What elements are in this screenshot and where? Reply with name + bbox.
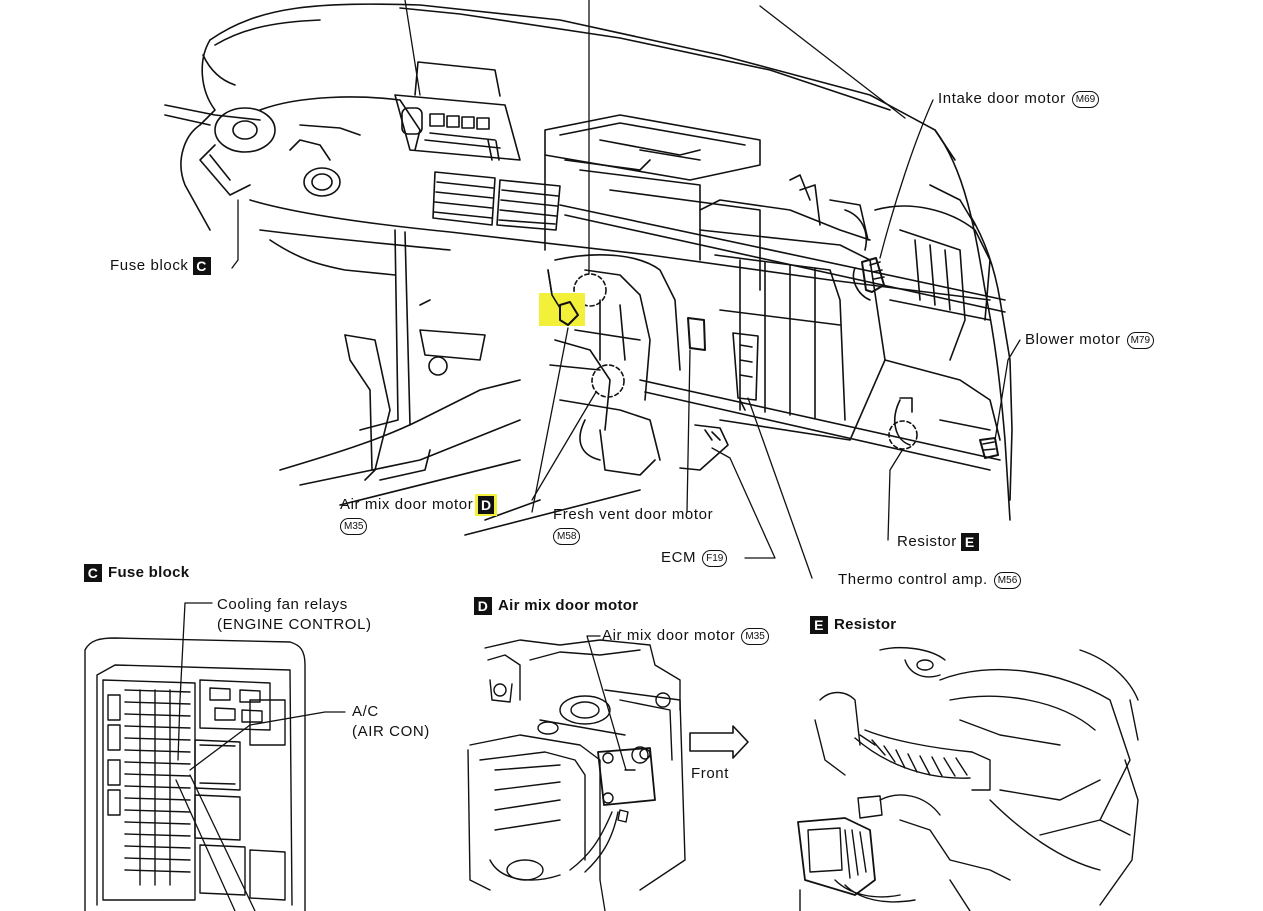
blower-motor-text: Blower motor (1025, 331, 1121, 348)
blower-motor-label: Blower motor M79 (1025, 331, 1155, 349)
ecm-label: ECM F19 (661, 549, 728, 567)
resistor-text: Resistor (897, 533, 957, 550)
fresh-vent-door-motor-label: Fresh vent door motor M58 (553, 506, 713, 545)
ecm-text: ECM (661, 549, 697, 566)
connector-m69: M69 (1071, 90, 1100, 108)
ac-relay-label: A/C (AIR CON) (352, 702, 430, 742)
air-mix-panel-leaders (586, 635, 627, 911)
connector-m79: M79 (1126, 331, 1155, 349)
fuse-block-leaders (175, 602, 346, 911)
connector-m58: M58 (553, 528, 581, 545)
connector-m35: M35 (340, 518, 368, 536)
callout-d-letter: D (478, 496, 495, 515)
panel-e-box: E (810, 616, 828, 635)
fresh-vent-door-motor-text: Fresh vent door motor (553, 506, 714, 523)
front-direction-label: Front (691, 765, 730, 782)
cooling-fan-relays-label: Cooling fan relays (ENGINE CONTROL) (217, 595, 372, 635)
fuse-block-panel-title: C Fuse block (84, 564, 190, 583)
fuse-block-illustration (84, 637, 306, 911)
resistor-panel-title: E Resistor (810, 616, 897, 635)
air-mix-panel-title: D Air mix door motor (474, 597, 639, 616)
connector-m56: M56 (993, 571, 1022, 589)
connector-m35-detail: M35 (741, 627, 769, 645)
air-mix-unit-illustration (467, 639, 686, 891)
thermo-control-amp-text: Thermo control amp. (838, 571, 988, 588)
resistor-area-illustration (797, 647, 1139, 911)
connector-f19: F19 (702, 549, 728, 567)
air-mix-motor-detail-label: Air mix door motor M35 (602, 627, 769, 645)
ac-relay-line2: (AIR CON) (352, 723, 430, 740)
air-mix-panel-text: Air mix door motor (498, 597, 639, 614)
callout-e: E (960, 533, 979, 552)
callout-c: C (192, 257, 211, 276)
panel-c-box: C (84, 564, 102, 583)
ac-relay-line1: A/C (352, 703, 379, 720)
intake-door-motor-text: Intake door motor (938, 90, 1066, 107)
cooling-fan-relays-line1: Cooling fan relays (217, 596, 348, 613)
cooling-fan-relays-line2: (ENGINE CONTROL) (217, 616, 372, 633)
dashboard-illustration (164, 3, 1013, 536)
thermo-control-amp-label: Thermo control amp. M56 (838, 571, 1022, 589)
air-mix-motor-detail-text: Air mix door motor (602, 627, 736, 644)
front-arrow (689, 725, 749, 759)
fuse-block-panel-text: Fuse block (108, 564, 190, 581)
air-mix-door-motor-text: Air mix door motor (340, 496, 474, 513)
panel-d-box: D (474, 597, 492, 616)
resistor-panel-text: Resistor (834, 616, 897, 633)
leader-lines (231, 0, 1021, 579)
callout-d: D (475, 494, 498, 517)
fuse-block-text: Fuse block (110, 257, 189, 274)
intake-door-motor-label: Intake door motor M69 (938, 90, 1100, 108)
